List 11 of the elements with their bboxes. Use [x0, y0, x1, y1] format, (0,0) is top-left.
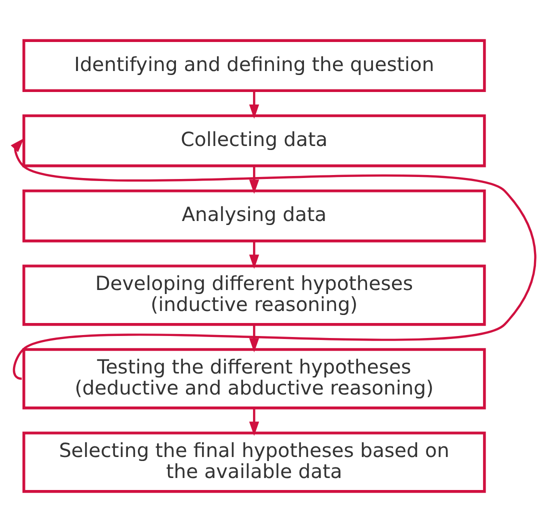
arrow	[249, 90, 260, 119]
arrow	[249, 324, 260, 352]
node-box: Selecting the final hypotheses based on the available data	[22, 432, 486, 493]
node-box: Analysing data	[22, 189, 486, 242]
node-box: Identifying and defining the question	[22, 39, 486, 92]
arrow	[249, 408, 260, 436]
node-box: Developing different hypotheses (inductive reasoning)	[22, 264, 486, 326]
node-box: Testing the different hypotheses (deductive and abductive reasoning)	[22, 348, 486, 410]
arrow	[249, 166, 260, 194]
node-box: Collecting data	[22, 114, 486, 168]
arrow	[249, 241, 260, 269]
